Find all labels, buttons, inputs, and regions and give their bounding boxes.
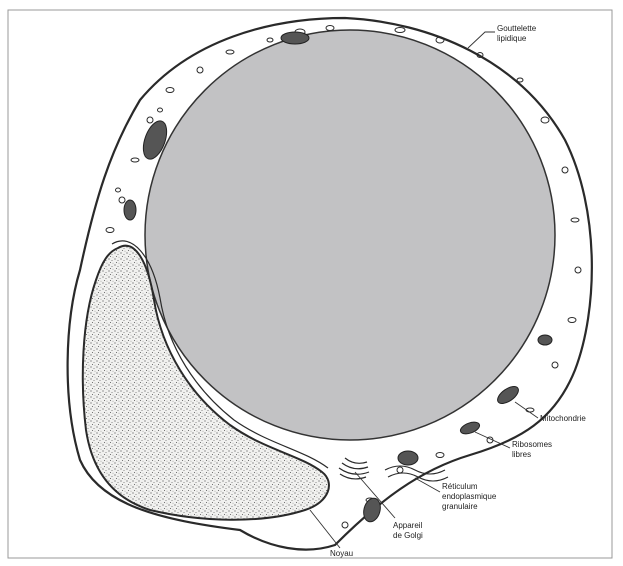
label-mito-line1: Mitochondrie xyxy=(540,414,586,423)
label-golgi-line2: de Golgi xyxy=(393,531,423,540)
label-ribo-line1: Ribosomes xyxy=(512,440,552,449)
label-er-line1: Réticulum xyxy=(442,482,478,491)
label-lipid-line2: lipidique xyxy=(497,34,527,43)
label-er-line3: granulaire xyxy=(442,502,478,511)
label-er-line2: endoplasmique xyxy=(442,492,497,501)
label-ribo-line2: libres xyxy=(512,450,531,459)
leader-lipid xyxy=(468,32,495,48)
label-nucleus-line1: Noyau xyxy=(330,549,353,558)
label-lipid-droplet: Gouttelette lipidique xyxy=(468,24,537,48)
label-lipid-line1: Gouttelette xyxy=(497,24,537,33)
label-golgi-line1: Appareil xyxy=(393,521,423,530)
label-rough-er: Réticulum endoplasmique granulaire xyxy=(415,478,497,511)
lipid-droplet xyxy=(145,30,555,440)
